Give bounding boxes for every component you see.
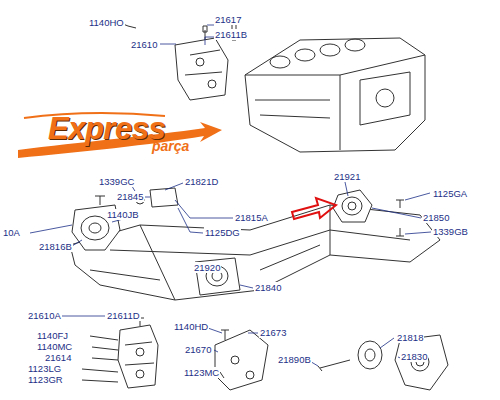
callout-number: 21611B — [214, 29, 248, 40]
callout-number: 1125DG — [204, 227, 241, 238]
callout-number: 1339GC — [98, 176, 135, 187]
callout-number: 1123MC — [183, 367, 220, 378]
callout-number: 1140HD — [173, 321, 209, 332]
callout-number: 21850 — [422, 212, 450, 223]
callout-number: 1123GR — [27, 374, 64, 385]
callout-number: 21815A — [234, 212, 269, 223]
callout-number: 21673 — [259, 327, 287, 338]
callout-number: 1339GB — [432, 226, 469, 237]
callout-number: 21821D — [184, 176, 219, 187]
callout-number: 21611D — [106, 310, 141, 321]
callout-number: 10A — [2, 227, 21, 238]
callout-number: 1140HO — [88, 17, 125, 28]
callout-number: 1123LG — [27, 363, 62, 374]
callout-number: 1125GA — [432, 188, 468, 199]
callout-number: 21840 — [254, 282, 282, 293]
callout-number: 21614 — [44, 352, 72, 363]
callout-number: 21818 — [396, 332, 424, 343]
callout-number: 21845 — [116, 191, 144, 202]
callout-number: 1140FJ — [36, 330, 69, 341]
callout-number: 21670 — [184, 344, 212, 355]
callout-number: 21610 — [130, 39, 158, 50]
watermark-text: parça — [152, 138, 189, 154]
watermark-text: Express — [48, 112, 165, 146]
callout-number: 21816B — [38, 241, 73, 252]
callout-number: 21920 — [193, 262, 221, 273]
callout-number: 21617 — [214, 14, 242, 25]
callout-number: 1140MC — [36, 341, 73, 352]
callout-number: 21921 — [333, 171, 361, 182]
callout-number: 21830 — [400, 351, 428, 362]
callout-number: 21890B — [277, 354, 312, 365]
callout-number: 1140JB — [106, 209, 140, 220]
callout-number: 21610A — [27, 310, 62, 321]
